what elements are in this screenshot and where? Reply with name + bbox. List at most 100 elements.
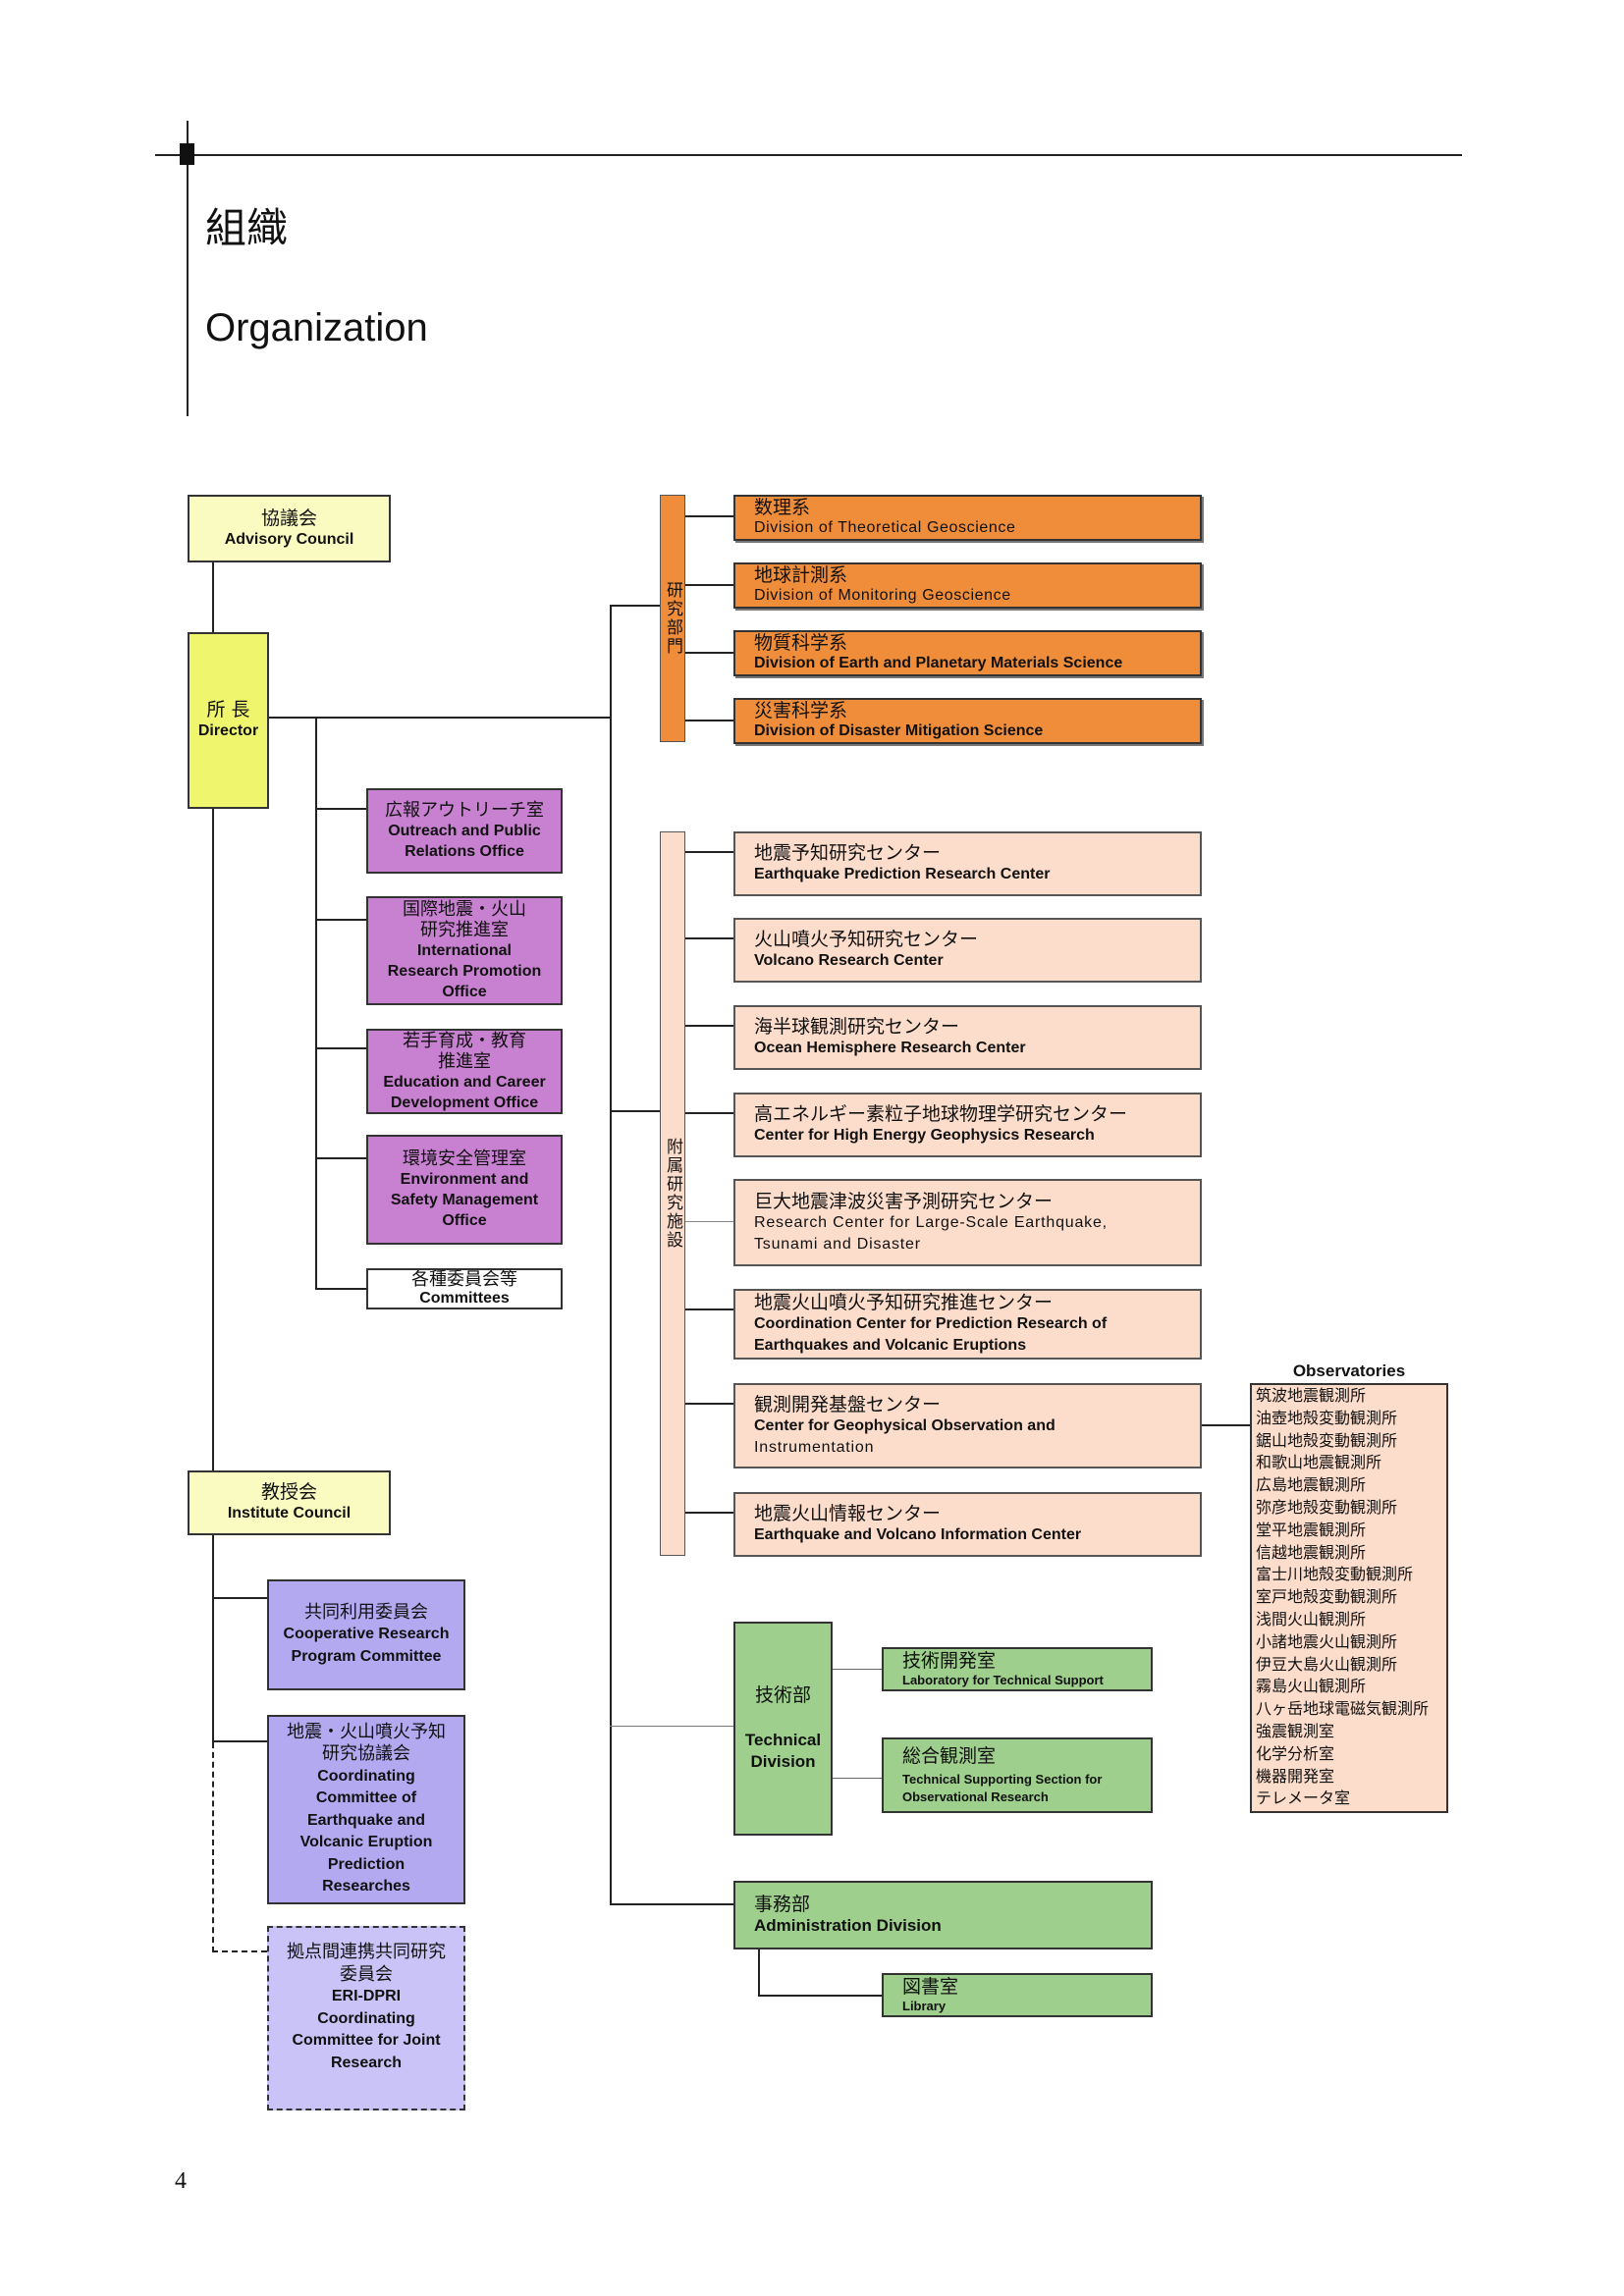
committee-name-line: Earthquake and (306, 1811, 426, 1829)
facility-name-line: Instrumentation (754, 1438, 875, 1456)
connector-line (685, 584, 733, 586)
committee-name-line: Research (330, 2054, 403, 2071)
observatory-item: 強震観測室 (1256, 1721, 1335, 1740)
committee-name-line: Cooperative Research (283, 1626, 450, 1643)
connector-line (315, 1157, 366, 1159)
connector-line (212, 562, 214, 632)
connector-line (610, 1726, 733, 1727)
observatory-item: 小諸地震火山観測所 (1256, 1631, 1398, 1651)
facility-name-line: Earthquake and Volcano Information Cente… (754, 1526, 1082, 1543)
committee-box-cooperative: 共同利用委員会 Cooperative Research Program Com… (267, 1579, 465, 1690)
observatories-heading: Observatories (1292, 1362, 1406, 1380)
division-name-en: Division of Disaster Mitigation Science (754, 722, 1044, 739)
connector-line (315, 919, 366, 921)
facility-name-line: Earthquake Prediction Research Center (754, 866, 1051, 882)
office-name-line: Relations Office (405, 843, 524, 860)
connector-line (833, 1778, 882, 1779)
library-name-ja: 図書室 (902, 1975, 959, 1998)
division-name-en: Division of Earth and Planetary Material… (754, 655, 1123, 671)
observatory-item: 富士川地殻変動観測所 (1256, 1565, 1414, 1584)
committee-box-prediction-coordinating: 地震・火山噴火予知 研究協議会 Coordinating Committee o… (267, 1715, 465, 1904)
facility-box-coordination-center: 地震火山噴火予知研究推進センター Coordination Center for… (733, 1289, 1202, 1360)
office-name-line: Office (442, 984, 487, 1000)
connector-line (212, 1597, 267, 1599)
office-name-line: 国際地震・火山 (403, 899, 526, 920)
connector-line-dashed (212, 1742, 214, 1952)
observatory-item: テレメータ室 (1256, 1789, 1351, 1808)
observatory-item: 堂平地震観測所 (1256, 1520, 1367, 1539)
institute-council-box: 教授会 Institute Council (188, 1470, 391, 1535)
administration-division-name-en: Administration Division (754, 1916, 942, 1935)
office-box-committees: 各種委員会等 Committees (366, 1268, 563, 1309)
observatory-item: 弥彦地殻変動観測所 (1256, 1497, 1398, 1517)
office-name-line: 推進室 (438, 1050, 491, 1072)
committee-name-line: 拠点間連携共同研究 (287, 1942, 446, 1962)
facility-box-ocean-hemisphere: 海半球観測研究センター Ocean Hemisphere Research Ce… (733, 1005, 1202, 1070)
facility-name-line: Center for High Energy Geophysics Resear… (754, 1127, 1095, 1144)
office-name-line: Outreach and Public (388, 823, 541, 839)
facility-box-large-scale-earthquake: 巨大地震津波災害予測研究センター Research Center for Lar… (733, 1179, 1202, 1266)
technical-unit-name-en: Observational Research (902, 1789, 1049, 1804)
division-box-materials: 物質科学系 Division of Earth and Planetary Ma… (733, 630, 1202, 676)
office-name-line: 各種委員会等 (411, 1269, 517, 1290)
committee-name-line: Prediction (327, 1855, 406, 1873)
division-name-en: Division of Theoretical Geoscience (754, 519, 1016, 536)
office-name-line: 広報アウトリーチ室 (385, 800, 544, 821)
connector-line (610, 1903, 733, 1905)
office-box-international: 国際地震・火山 研究推進室 International Research Pro… (366, 896, 563, 1005)
committee-name-line: Committee for Joint (292, 2032, 441, 2049)
facility-name-line: 地震火山噴火予知研究推進センター (754, 1292, 1054, 1313)
observatory-item: 筑波地震観測所 (1256, 1386, 1367, 1405)
header-rule (155, 154, 1462, 156)
committee-name-line: 委員会 (340, 1963, 393, 1985)
connector-line (685, 1112, 733, 1114)
technical-unit-name-en: Laboratory for Technical Support (902, 1672, 1104, 1687)
facility-name-line: Research Center for Large-Scale Earthqua… (754, 1213, 1108, 1231)
connector-line (269, 717, 612, 719)
header-marker (180, 143, 194, 165)
institute-council-name-en: Institute Council (227, 1505, 352, 1522)
division-box-theoretical: 数理系 Division of Theoretical Geoscience (733, 495, 1202, 541)
administration-division-name-ja: 事務部 (754, 1894, 811, 1915)
research-divisions-bar: 研究部門 (660, 495, 685, 742)
committee-name-line: Committee of (315, 1789, 417, 1806)
office-box-education: 若手育成・教育 推進室 Education and Career Develop… (366, 1029, 563, 1114)
office-name-line: 研究推進室 (420, 920, 509, 940)
division-name-ja: 数理系 (754, 497, 811, 518)
committee-name-line: Coordinating (317, 2009, 415, 2027)
office-box-environment: 環境安全管理室 Environment and Safety Managemen… (366, 1135, 563, 1245)
committee-name-line: Program Committee (291, 1647, 442, 1665)
connector-line (610, 605, 660, 607)
facility-box-earthquake-prediction: 地震予知研究センター Earthquake Prediction Researc… (733, 831, 1202, 896)
technical-division-name-ja: 技術部 (754, 1684, 811, 1706)
director-box: 所 長 Director (188, 632, 269, 809)
observatory-item: 浅間火山観測所 (1256, 1609, 1367, 1629)
division-name-ja: 物質科学系 (754, 632, 848, 654)
facility-name-line: Coordination Center for Prediction Resea… (754, 1315, 1108, 1332)
committee-name-line: 研究協議会 (322, 1743, 410, 1764)
committee-name-line: Researches (322, 1878, 410, 1895)
facility-name-line: 高エネルギー素粒子地球物理学研究センター (754, 1103, 1128, 1125)
library-name-en: Library (902, 1998, 947, 2013)
connector-line (685, 851, 733, 853)
division-name-ja: 地球計測系 (754, 564, 848, 586)
header-vertical-rule (187, 121, 189, 416)
office-name-line: Development Office (390, 1094, 539, 1111)
connector-line (610, 606, 612, 1905)
observatory-item: 鋸山地殻変動観測所 (1256, 1430, 1398, 1450)
observatory-item: 和歌山地震観測所 (1256, 1453, 1382, 1472)
director-name-en: Director (197, 722, 259, 739)
technical-unit-name-ja: 総合観測室 (902, 1744, 997, 1767)
division-box-monitoring: 地球計測系 Division of Monitoring Geoscience (733, 562, 1202, 609)
connector-line (685, 1512, 733, 1514)
research-facilities-label: 附属研究施設 (663, 1138, 682, 1250)
observatory-item: 広島地震観測所 (1256, 1475, 1367, 1495)
director-name-ja: 所 長 (206, 699, 250, 721)
office-box-outreach: 広報アウトリーチ室 Outreach and Public Relations … (366, 788, 563, 874)
connector-line (610, 1110, 660, 1112)
office-name-line: International (416, 942, 512, 959)
technical-unit-name-en: Technical Supporting Section for (902, 1771, 1103, 1787)
observatory-item: 霧島火山観測所 (1256, 1677, 1367, 1696)
observatories-list: 筑波地震観測所 油壺地殻変動観測所 鋸山地殻変動観測所 和歌山地震観測所 広島地… (1250, 1383, 1448, 1813)
facility-box-volcano: 火山噴火予知研究センター Volcano Research Center (733, 918, 1202, 983)
